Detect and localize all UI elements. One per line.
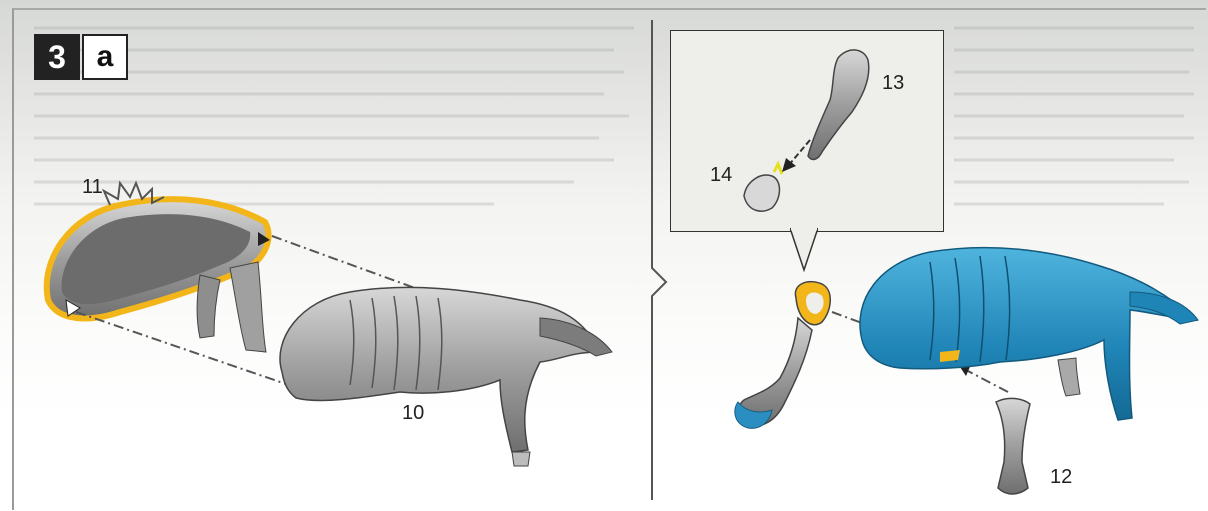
part-12-leg [996,398,1030,494]
callout-12: 12 [1050,466,1072,489]
callout-13: 13 [882,72,904,95]
callout-11: 11 [82,176,103,199]
part-11-shell [47,183,270,352]
head-ring-piece [735,282,830,429]
zoom-insert-arrow [782,140,810,172]
callout-10: 10 [402,402,424,425]
callout-14: 14 [710,164,732,187]
part-10-body [280,287,612,466]
assembled-wolf-blue [860,248,1198,420]
part-13-leg-piece [808,50,869,160]
part-14-small-piece [744,164,782,211]
